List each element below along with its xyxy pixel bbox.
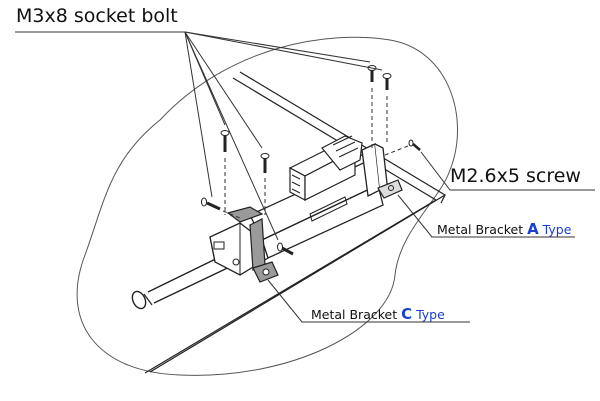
screw [384,139,421,156]
sensor-block [288,135,363,201]
bracket-c-suffix: Type [412,307,445,322]
leader-lines [15,31,595,323]
bolt-1 [220,130,230,215]
bracket-a-prefix: Metal Bracket [437,222,528,237]
base-plate [144,71,447,374]
bolt-3 [201,197,241,219]
bolt-5 [367,65,377,150]
bracket-a-letter: A [527,220,539,238]
socket-bolt-label: M3x8 socket bolt [16,5,178,27]
bracket-a-suffix: Type [538,222,572,237]
screw-label: M2.6x5 screw [450,165,581,187]
bracket-c-prefix: Metal Bracket [311,307,402,322]
bracket-a [361,143,403,199]
bolt-4 [277,242,294,256]
bracket-a-label: Metal Bracket A Type [437,220,571,238]
bracket-c [226,206,279,283]
bracket-c-label: Metal Bracket C Type [311,305,445,323]
bolt-2 [260,153,270,215]
bracket-c-letter: C [401,305,413,323]
bolt-6 [382,73,392,145]
outline-blob [76,36,458,376]
